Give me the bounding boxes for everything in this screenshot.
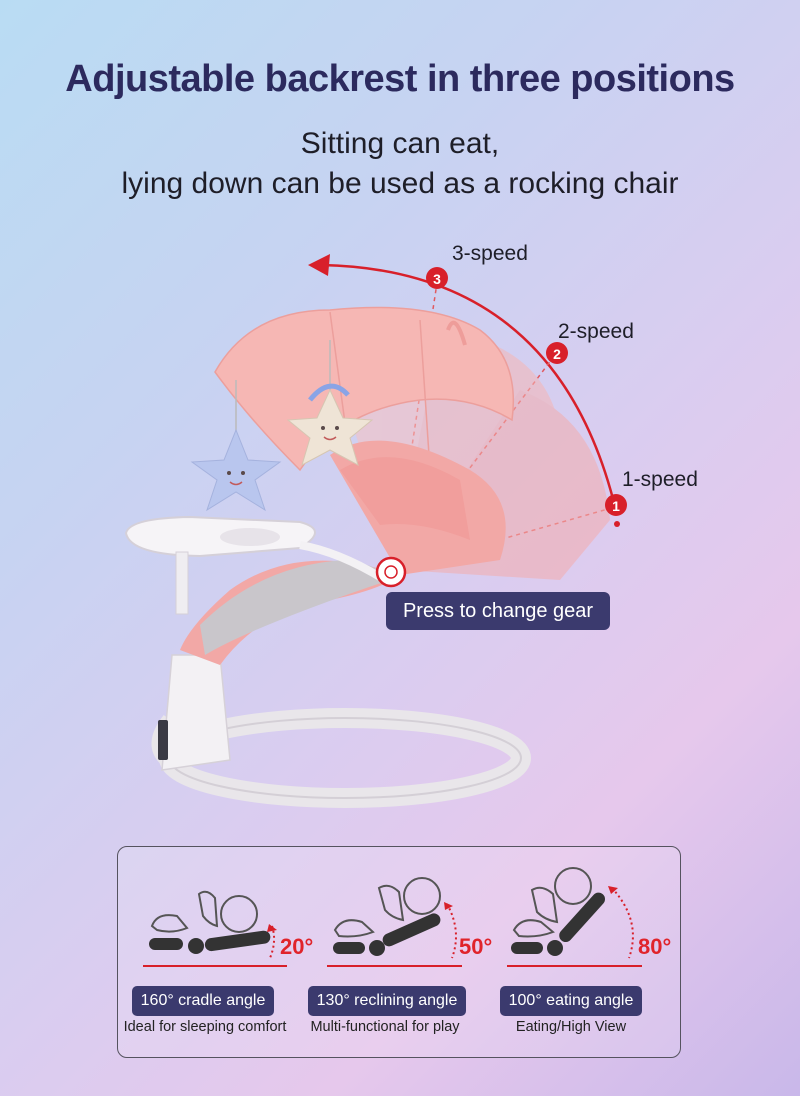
speed-arc [321, 263, 619, 516]
arc-arrowhead [308, 254, 330, 276]
eating-angle-label: 100° eating angle [500, 986, 642, 1016]
subtitle-line-1: Sitting can eat, [300, 127, 500, 160]
speed-marker-3: 3 [426, 267, 448, 289]
eating-angle-icon [507, 867, 642, 967]
speed-number-1: 1 [612, 498, 620, 514]
hanging-toy-left [190, 380, 282, 512]
reclining-angle-desc: Multi-functional for play [310, 1019, 460, 1035]
subtitle: Sitting can eat, lying down can be used … [0, 124, 800, 204]
speed-number-3: 3 [433, 271, 441, 287]
press-to-change-gear-label: Press to change gear [386, 592, 610, 630]
degree-80: 80° [638, 934, 672, 959]
seat [180, 440, 506, 665]
speed-marker-1: 1 [605, 494, 627, 516]
cradle-angle-label: 160° cradle angle [132, 986, 274, 1016]
gear-knob [375, 556, 407, 588]
eating-angle-desc: Eating/High View [515, 1019, 627, 1035]
speed-label-3: 3-speed [452, 242, 528, 265]
degree-20: 20° [280, 934, 314, 959]
speed-label-2: 2-speed [558, 320, 634, 343]
rocker-base [151, 654, 531, 808]
angle-diagrams [143, 867, 642, 967]
tray [124, 515, 316, 615]
hanging-toy-right [286, 340, 374, 467]
speed-label-1: 1-speed [622, 468, 698, 491]
speed-marker-2: 2 [546, 342, 568, 364]
page-title: Adjustable backrest in three positions [65, 58, 735, 100]
speed-number-2: 2 [553, 346, 561, 362]
reclining-angle-icon [327, 877, 462, 967]
cradle-angle-desc: Ideal for sleeping comfort [123, 1019, 287, 1035]
degree-50: 50° [459, 934, 493, 959]
cradle-angle-icon [143, 890, 287, 967]
subtitle-line-2: lying down can be used as a rocking chai… [121, 167, 679, 200]
rocker-illustration: 3 2 1 [124, 254, 627, 808]
angle-modes-panel [117, 846, 681, 1058]
reclining-angle-label: 130° reclining angle [308, 986, 466, 1016]
